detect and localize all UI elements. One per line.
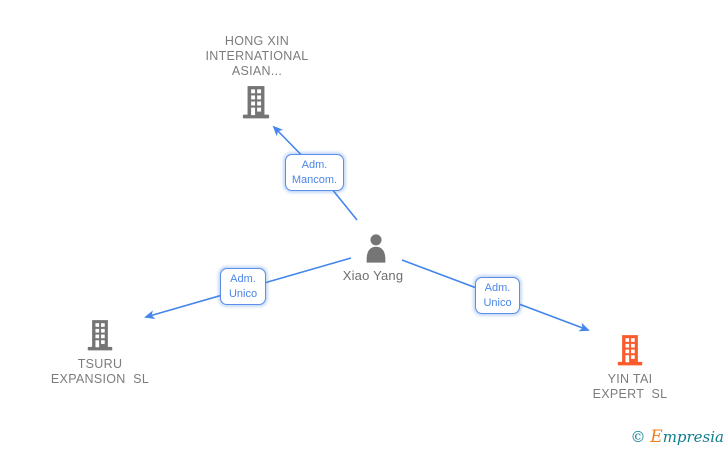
edge-label-text: Adm. Unico	[483, 282, 512, 309]
building-icon[interactable]	[241, 84, 271, 125]
company-name-tsuru[interactable]: TSURU EXPANSION SL	[50, 357, 150, 386]
building-icon[interactable]	[86, 318, 114, 357]
edge-label-adm-mancom[interactable]: Adm. Mancom.	[285, 154, 344, 191]
edge-label-adm-unico-right[interactable]: Adm. Unico	[475, 277, 520, 314]
person-name[interactable]: Xiao Yang	[342, 268, 404, 283]
copyright-icon: ©	[630, 428, 646, 446]
brand-name: Empresia	[650, 427, 724, 447]
person-icon[interactable]	[363, 233, 389, 268]
building-icon[interactable]	[616, 333, 644, 372]
brand-rest: mpresia	[662, 428, 724, 446]
edge-label-text: Adm. Unico	[228, 273, 258, 300]
empresia-logo: © Empresia	[630, 427, 724, 447]
company-name-yin-tai[interactable]: YIN TAI EXPERT SL	[592, 372, 668, 401]
brand-initial: E	[650, 427, 663, 447]
edge-label-text: Adm. Mancom.	[291, 159, 338, 186]
edge-label-adm-unico-left[interactable]: Adm. Unico	[220, 268, 266, 305]
company-name-hong-xin[interactable]: HONG XIN INTERNATIONAL ASIAN...	[205, 34, 309, 78]
